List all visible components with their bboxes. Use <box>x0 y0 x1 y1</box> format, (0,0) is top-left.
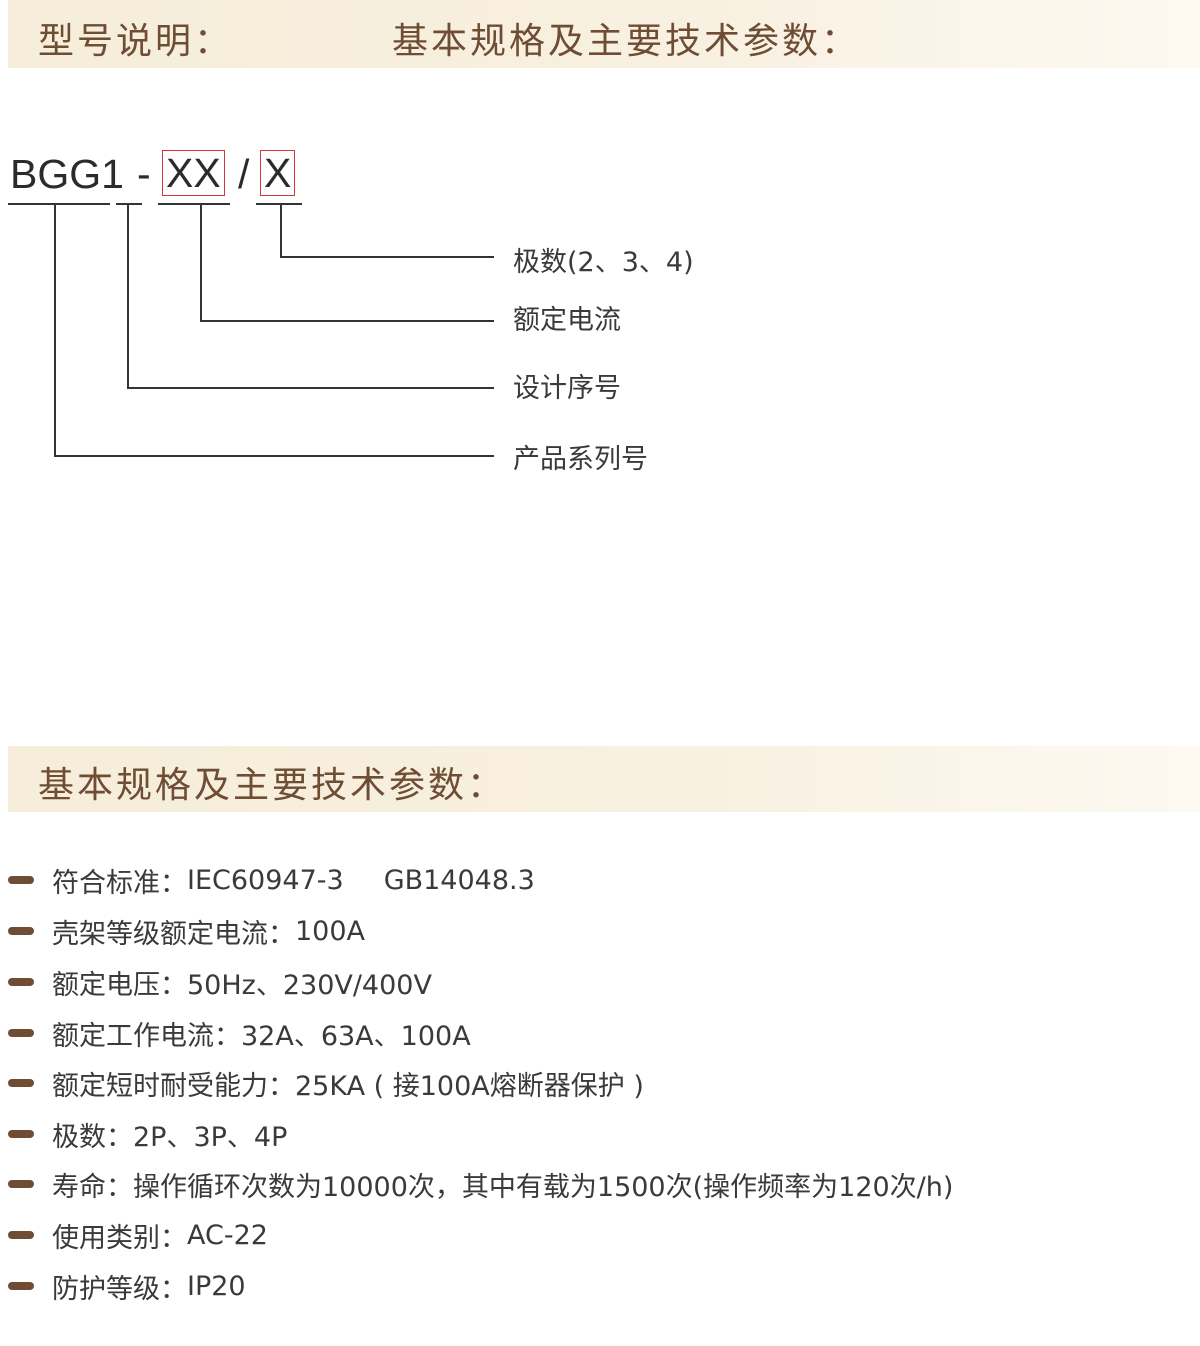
spec-label: 符合标准： <box>52 867 187 899</box>
prefix-underline <box>8 203 110 205</box>
model-pole-code-box: X <box>260 150 296 196</box>
spec-label: 极数： <box>52 1121 133 1153</box>
current-underline <box>158 203 230 205</box>
spec-item: 壳架等级额定电流： 100A <box>8 911 365 951</box>
spec-value: 25KA ( 接100A熔断器保护 ) <box>295 1070 644 1102</box>
bullet-icon <box>8 1029 34 1037</box>
series-underline <box>116 203 142 205</box>
bullet-icon <box>8 1180 34 1188</box>
model-prefix: BGG1 <box>10 151 124 197</box>
bullet-icon <box>8 1079 34 1087</box>
design-connector-vertical <box>127 204 129 388</box>
spec-value: 操作循环次数为10000次，其中有载为1500次(操作频率为120次/h) <box>133 1171 954 1203</box>
pole-connector-horizontal <box>280 256 494 258</box>
spec-item: 极数： 2P、3P、4P <box>8 1114 287 1154</box>
spec-label: 额定短时耐受能力： <box>52 1070 295 1102</box>
spec-label: 额定工作电流： <box>52 1020 241 1052</box>
spec-value: 100A <box>295 915 366 947</box>
spec-label: 额定电压： <box>52 969 187 1001</box>
spec-item: 使用类别： AC-22 <box>8 1215 268 1255</box>
spec-value-secondary: GB14048.3 <box>383 864 535 896</box>
legend-poles: 极数(2、3、4) <box>513 247 694 278</box>
spec-value-primary: IEC60947-3 <box>187 864 344 896</box>
spec-value: 32A、63A、100A <box>241 1020 471 1052</box>
legend-product-series: 产品系列号 <box>513 444 648 475</box>
spec-value: 50Hz、230V/400V <box>187 969 432 1001</box>
design-connector-horizontal <box>127 387 494 389</box>
spec-label: 壳架等级额定电流： <box>52 918 295 950</box>
spec-value: AC-22 <box>187 1219 268 1251</box>
spec-label: 使用类别： <box>52 1222 187 1254</box>
bullet-icon <box>8 1282 34 1290</box>
specs-band <box>8 746 1200 812</box>
spec-item: 符合标准： IEC60947-3 GB14048.3 <box>8 860 535 900</box>
spec-value: IP20 <box>187 1270 246 1302</box>
spec-item: 寿命： 操作循环次数为10000次，其中有载为1500次(操作频率为120次/h… <box>8 1164 953 1204</box>
legend-rated-current: 额定电流 <box>513 305 621 336</box>
spec-item: 额定工作电流： 32A、63A、100A <box>8 1013 471 1053</box>
model-dash: - <box>137 151 151 197</box>
bullet-icon <box>8 927 34 935</box>
bullet-icon <box>8 1130 34 1138</box>
spec-item: 防护等级： IP20 <box>8 1266 246 1306</box>
model-slash: / <box>238 151 250 197</box>
model-description-title: 型号说明： <box>38 21 234 62</box>
current-connector-vertical <box>200 204 202 321</box>
bullet-icon <box>8 978 34 986</box>
header-band <box>8 0 1200 68</box>
specs-section-title: 基本规格及主要技术参数： <box>38 765 507 806</box>
specs-header-title: 基本规格及主要技术参数： <box>392 21 861 62</box>
model-current-code-box: XX <box>162 150 225 196</box>
spec-item: 额定电压： 50Hz、230V/400V <box>8 962 432 1002</box>
spec-item: 额定短时耐受能力： 25KA ( 接100A熔断器保护 ) <box>8 1063 644 1103</box>
bullet-icon <box>8 876 34 884</box>
series-connector-vertical <box>54 204 56 456</box>
pole-underline <box>256 203 302 205</box>
spec-label: 防护等级： <box>52 1273 187 1305</box>
spec-value: 2P、3P、4P <box>133 1121 288 1153</box>
bullet-icon <box>8 1231 34 1239</box>
pole-connector-vertical <box>280 204 282 256</box>
spec-value: IEC60947-3 GB14048.3 <box>187 865 535 896</box>
series-connector-horizontal <box>54 455 494 457</box>
spec-label: 寿命： <box>52 1171 133 1203</box>
legend-design-number: 设计序号 <box>513 373 621 404</box>
current-connector-horizontal <box>200 320 494 322</box>
